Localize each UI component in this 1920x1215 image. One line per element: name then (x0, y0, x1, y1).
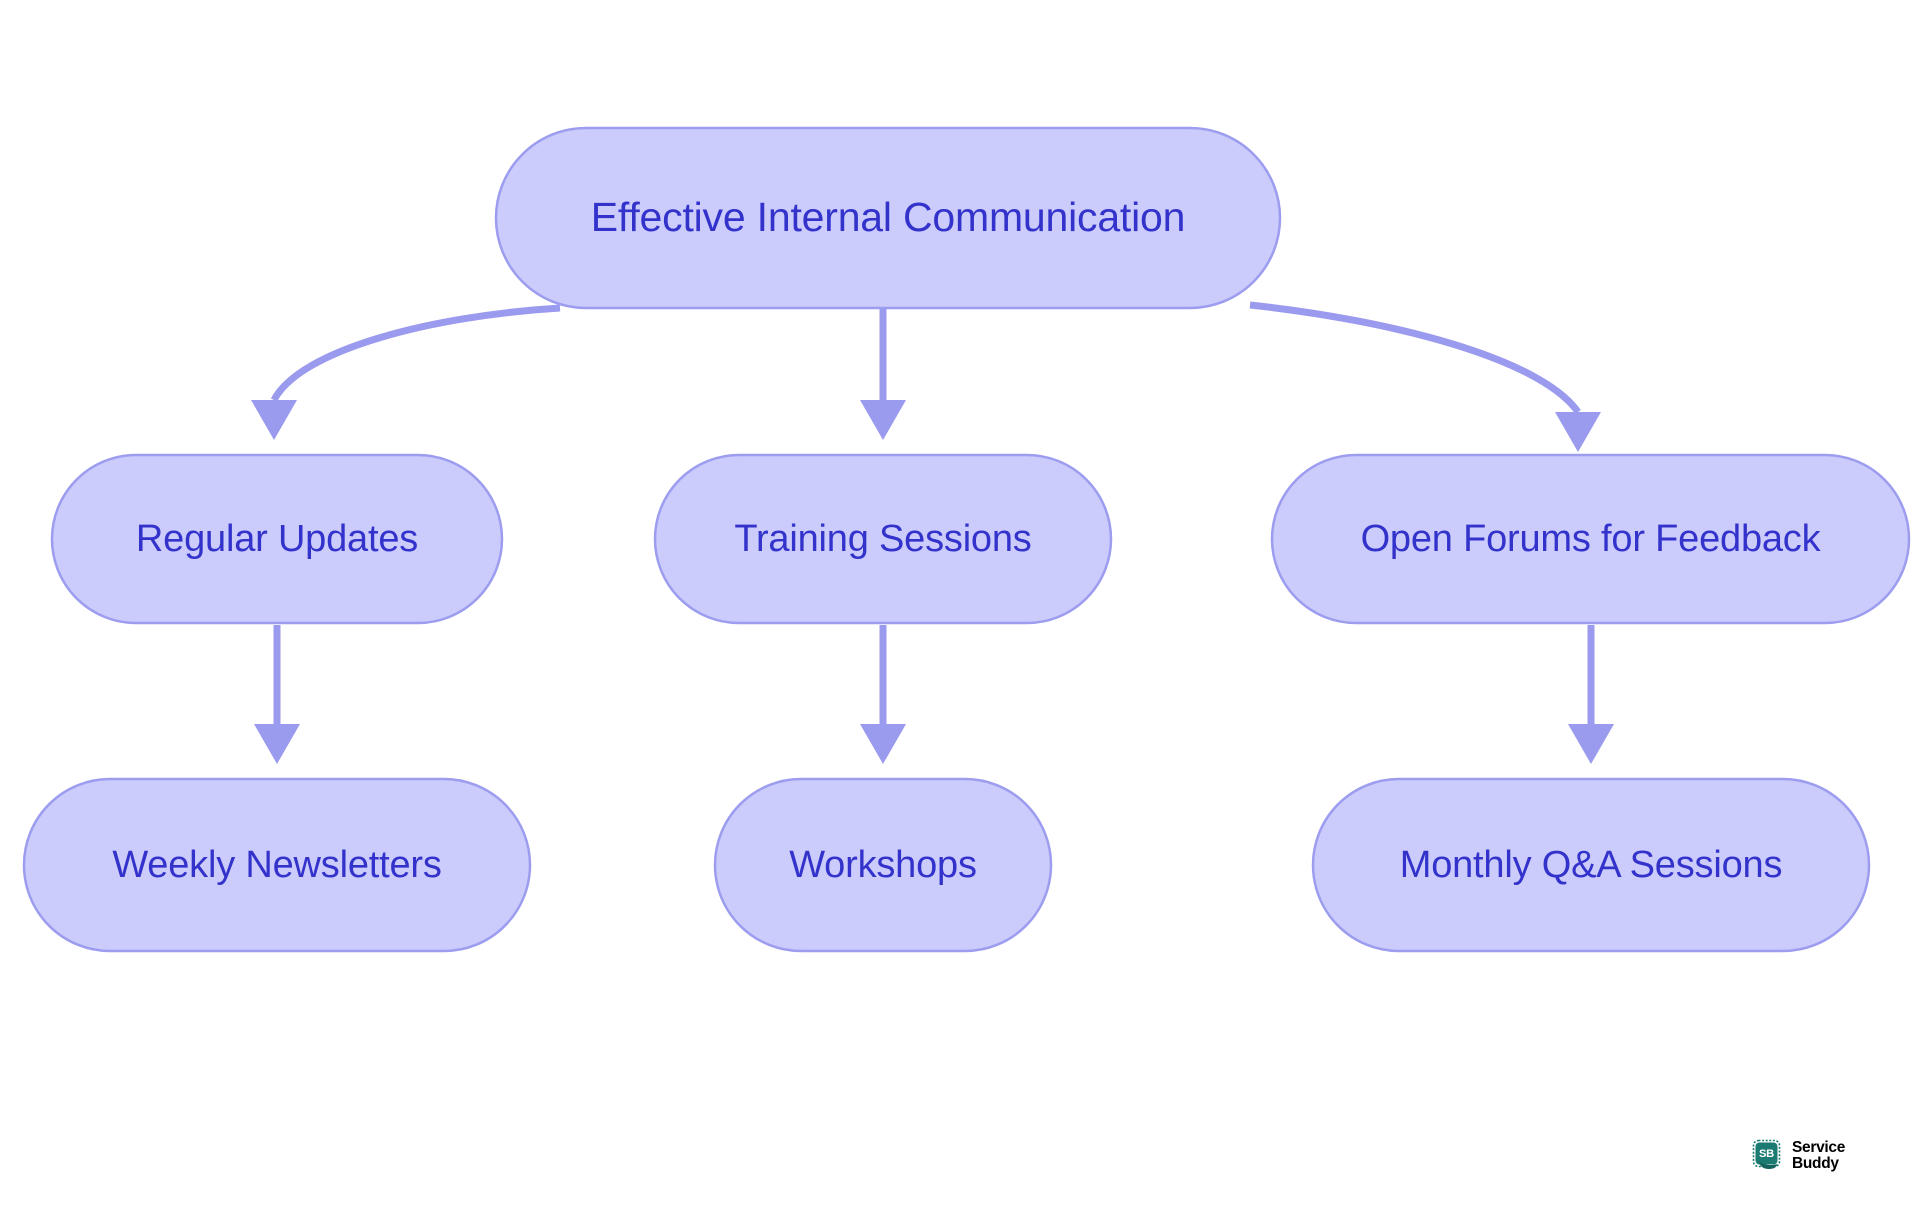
edge-training_sessions-to-workshops (860, 625, 906, 764)
service-buddy-mark-icon: SB (1752, 1139, 1785, 1172)
node-shape[interactable] (653, 453, 1113, 625)
node-shape[interactable] (713, 777, 1053, 953)
edge-root-to-regular_updates (251, 304, 561, 440)
edge-arrowhead-icon (1555, 412, 1601, 452)
brand-wordmark: Service Buddy (1792, 1140, 1845, 1171)
node-monthly_qa[interactable]: Monthly Q&A Sessions (1311, 777, 1871, 953)
node-shape[interactable] (50, 453, 504, 625)
edge-regular_updates-to-weekly_newsletters (254, 625, 300, 764)
nodes-layer: Effective Internal CommunicationRegular … (22, 126, 1911, 953)
node-label: Training Sessions (734, 518, 1031, 560)
edge-root-to-training_sessions (860, 308, 906, 440)
edge-line (270, 304, 561, 402)
node-shape[interactable] (494, 126, 1282, 310)
edge-arrowhead-icon (254, 724, 300, 764)
svg-text:SB: SB (1759, 1148, 1774, 1160)
edges-layer (251, 301, 1614, 764)
node-open_forums[interactable]: Open Forums for Feedback (1270, 453, 1911, 625)
edge-line (1249, 301, 1581, 415)
node-label: Weekly Newsletters (112, 844, 441, 886)
node-label: Regular Updates (136, 518, 418, 560)
edge-arrowhead-icon (1568, 724, 1614, 764)
node-shape[interactable] (22, 777, 532, 953)
node-training_sessions[interactable]: Training Sessions (653, 453, 1113, 625)
edge-open_forums-to-monthly_qa (1568, 625, 1614, 764)
node-label: Effective Internal Communication (591, 194, 1185, 240)
node-label: Workshops (789, 844, 977, 886)
edge-arrowhead-icon (860, 724, 906, 764)
brand-name-line-1: Service (1792, 1139, 1846, 1156)
node-shape[interactable] (1270, 453, 1911, 625)
node-label: Open Forums for Feedback (1361, 518, 1822, 560)
node-root[interactable]: Effective Internal Communication (494, 126, 1282, 310)
node-label: Monthly Q&A Sessions (1400, 844, 1783, 886)
brand-logo: SB Service Buddy (1752, 1139, 1845, 1172)
node-workshops[interactable]: Workshops (713, 777, 1053, 953)
edge-arrowhead-icon (860, 400, 906, 440)
brand-name-line-2: Buddy (1792, 1154, 1839, 1172)
node-weekly_newsletters[interactable]: Weekly Newsletters (22, 777, 532, 953)
edge-arrowhead-icon (251, 400, 297, 440)
node-shape[interactable] (1311, 777, 1871, 953)
edge-root-to-open_forums (1249, 301, 1601, 452)
node-regular_updates[interactable]: Regular Updates (50, 453, 504, 625)
